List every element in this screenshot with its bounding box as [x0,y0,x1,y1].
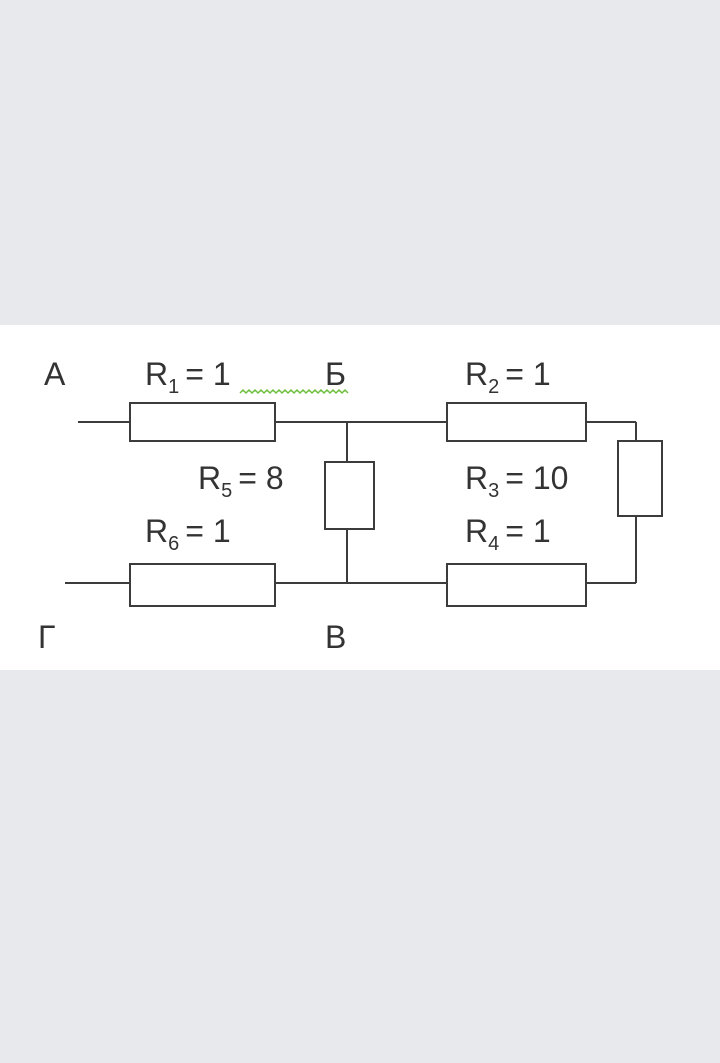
label-r2-index: 2 [488,376,499,398]
circuit-diagram-panel: А Б В Г R1= 1 R2= 1 R5= 8 R3= 10 R6= 1 R… [0,325,720,670]
label-r5-index: 5 [221,480,232,502]
label-r5-value: = 8 [238,460,283,496]
label-r4-symbol: R [465,513,488,549]
label-r3-value: = 10 [505,460,568,496]
label-r5: R5 = 8 [198,460,284,502]
circuit-diagram: А Б В Г R1= 1 R2= 1 R5= 8 R3= 10 R6= 1 R… [38,356,663,655]
label-r6-index: 6 [168,533,179,555]
label-r1-index: 1 [168,376,179,398]
label-r2-value: = 1 [505,356,550,392]
resistor-r6 [129,563,276,607]
label-r4-index: 4 [488,533,499,555]
resistor-r4 [446,563,587,607]
label-r2: R2 = 1 [465,356,551,398]
node-label-a: А [44,356,66,392]
label-r1-value: = 1 [185,356,230,392]
spellcheck-underline [239,388,349,395]
label-r6-symbol: R [145,513,168,549]
label-r1-symbol: R [145,356,168,392]
label-r3-symbol: R [465,460,488,496]
label-r4-value: = 1 [505,513,550,549]
node-label-b: Б [325,356,346,392]
label-r1: R1 = 1 [145,356,231,398]
label-r2-symbol: R [465,356,488,392]
node-label-g: Г [38,619,55,655]
resistor-r1 [129,402,276,442]
resistor-r5 [324,461,375,530]
label-r6: R6 = 1 [145,513,231,555]
node-label-v: В [325,619,346,655]
label-r5-symbol: R [198,460,221,496]
label-r3-index: 3 [488,480,499,502]
resistor-r3 [617,440,663,517]
label-r3: R3 = 10 [465,460,568,502]
label-r4: R4 = 1 [465,513,551,555]
label-r6-value: = 1 [185,513,230,549]
resistor-r2 [446,402,587,442]
